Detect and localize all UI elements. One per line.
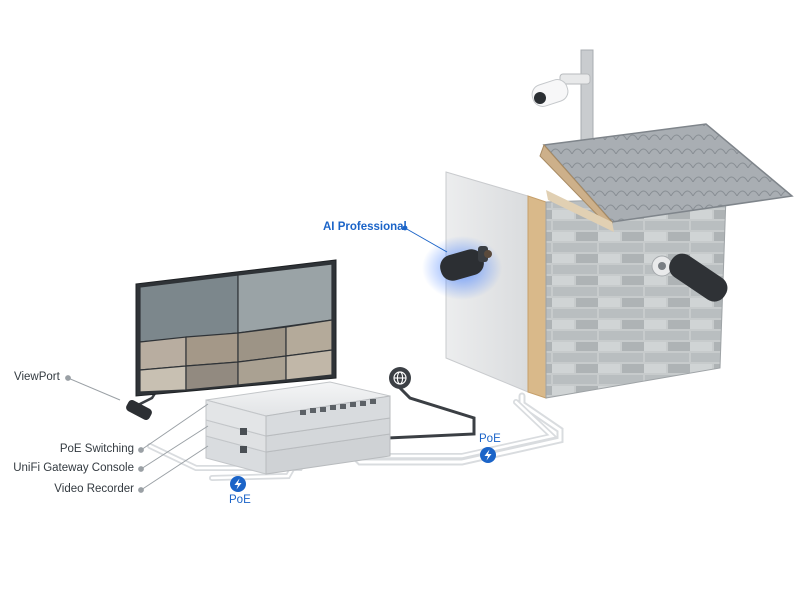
pole-camera — [531, 73, 591, 107]
roof-underside — [546, 190, 614, 232]
wall-camera — [651, 253, 728, 302]
ai-label-leader — [402, 225, 448, 253]
globe-icon — [389, 367, 411, 389]
label-ai-professional: AI Professional — [323, 221, 407, 233]
lightning-bolt-icon — [480, 447, 496, 463]
house-brick-wall — [545, 195, 727, 399]
network-stack — [205, 381, 391, 475]
viewport-device — [126, 400, 152, 420]
ubiquiti-logo-icon — [240, 446, 247, 453]
label-gateway-console: UniFi Gateway Console — [13, 462, 134, 474]
switch-ports — [300, 399, 376, 415]
label-poe-switching: PoE Switching — [59, 443, 134, 455]
label-poe-left: PoE — [229, 494, 251, 506]
camera-pole — [580, 49, 594, 151]
label-video-recorder: Video Recorder — [54, 483, 134, 495]
lightning-bolt-icon — [230, 476, 246, 492]
house — [422, 49, 794, 399]
label-poe-right: PoE — [479, 433, 501, 445]
wall-wood-layer — [527, 195, 547, 399]
camera-feed-grid — [139, 263, 333, 393]
monitor-display — [135, 259, 337, 397]
ai-professional-camera — [440, 246, 492, 281]
ubiquiti-logo-icon — [240, 428, 247, 435]
label-viewport: ViewPort — [14, 371, 60, 383]
label-leader-lines — [65, 375, 209, 493]
